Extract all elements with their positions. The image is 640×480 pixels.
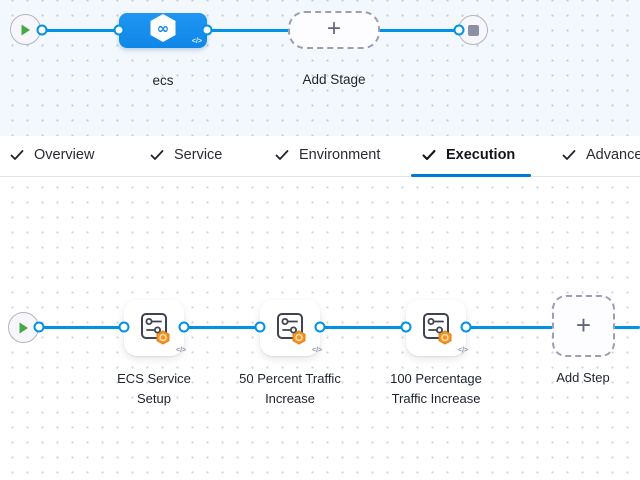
stage-node-out-port[interactable] xyxy=(201,24,213,36)
tab-label: Advanced xyxy=(586,147,640,163)
ecs-step-icon xyxy=(141,313,170,345)
check-icon xyxy=(149,147,165,163)
step1-in-port[interactable] xyxy=(118,321,130,333)
active-tab-underline xyxy=(411,174,531,177)
step3-label: 100 Percentage Traffic Increase xyxy=(390,371,482,406)
step-connector-line xyxy=(38,326,640,329)
tab-label: Environment xyxy=(299,147,381,163)
stage-code-icon: </> xyxy=(191,38,202,45)
end-node-in-port[interactable] xyxy=(453,24,465,36)
check-icon xyxy=(9,147,25,163)
stage-name-label: ecs xyxy=(152,73,174,88)
tab-advanced[interactable]: Advanced xyxy=(561,136,640,174)
tab-environment[interactable]: Environment xyxy=(274,136,380,174)
tab-overview[interactable]: Overview xyxy=(9,136,94,174)
stage-config-tabbar: Overview Service Environment Execution A… xyxy=(0,136,640,177)
step-node-100-percentage-traffic[interactable] xyxy=(406,300,466,356)
tab-label: Overview xyxy=(34,147,95,163)
aws-hexagon-badge xyxy=(438,330,452,345)
step2-out-port[interactable] xyxy=(314,321,326,333)
play-icon xyxy=(18,322,29,334)
pipeline-stage-canvas[interactable]: ∞ </> + ecs Add Stage xyxy=(0,0,640,136)
execution-steps-canvas[interactable]: </> </> </ xyxy=(0,177,640,480)
add-step-button[interactable]: + xyxy=(552,295,615,357)
add-stage-label: Add Stage xyxy=(302,72,366,87)
pipeline-start-node[interactable] xyxy=(10,14,41,45)
deploy-stage-icon: ∞ xyxy=(149,13,177,48)
check-icon xyxy=(274,147,290,163)
stop-icon xyxy=(467,24,479,36)
execution-start-out-port[interactable] xyxy=(33,321,45,333)
tab-execution[interactable]: Execution xyxy=(421,136,515,174)
aws-hexagon-badge xyxy=(292,330,306,345)
plus-icon: + xyxy=(326,15,341,42)
step1-out-port[interactable] xyxy=(178,321,190,333)
step-node-ecs-service-setup[interactable] xyxy=(124,300,184,356)
step-node-50-percent-traffic[interactable] xyxy=(260,300,320,356)
ecs-step-icon xyxy=(423,313,452,345)
stage-node-in-port[interactable] xyxy=(113,24,125,36)
start-node-out-port[interactable] xyxy=(36,24,48,36)
step2-in-port[interactable] xyxy=(254,321,266,333)
check-icon xyxy=(561,147,577,163)
tab-service[interactable]: Service xyxy=(149,136,222,174)
step-code-icon: </> xyxy=(176,347,187,354)
tab-label: Service xyxy=(174,147,223,163)
play-icon xyxy=(20,24,31,36)
step2-label: 50 Percent Traffic Increase xyxy=(239,371,341,406)
add-stage-button[interactable]: + xyxy=(288,11,380,49)
aws-hexagon-badge xyxy=(156,330,170,345)
check-icon xyxy=(421,147,437,163)
svg-text:∞: ∞ xyxy=(157,20,170,38)
step3-in-port[interactable] xyxy=(400,321,412,333)
stage-connector-line xyxy=(40,29,460,32)
step3-out-port[interactable] xyxy=(460,321,472,333)
ecs-step-icon xyxy=(277,313,306,345)
step1-label: ECS Service Setup xyxy=(117,371,191,406)
step-code-icon: </> xyxy=(312,347,323,354)
plus-icon: + xyxy=(575,310,592,340)
tab-label: Execution xyxy=(446,147,516,163)
step-code-icon: </> xyxy=(458,347,469,354)
stage-node-ecs[interactable]: ∞ </> xyxy=(119,13,207,48)
add-step-label: Add Step xyxy=(556,370,610,385)
